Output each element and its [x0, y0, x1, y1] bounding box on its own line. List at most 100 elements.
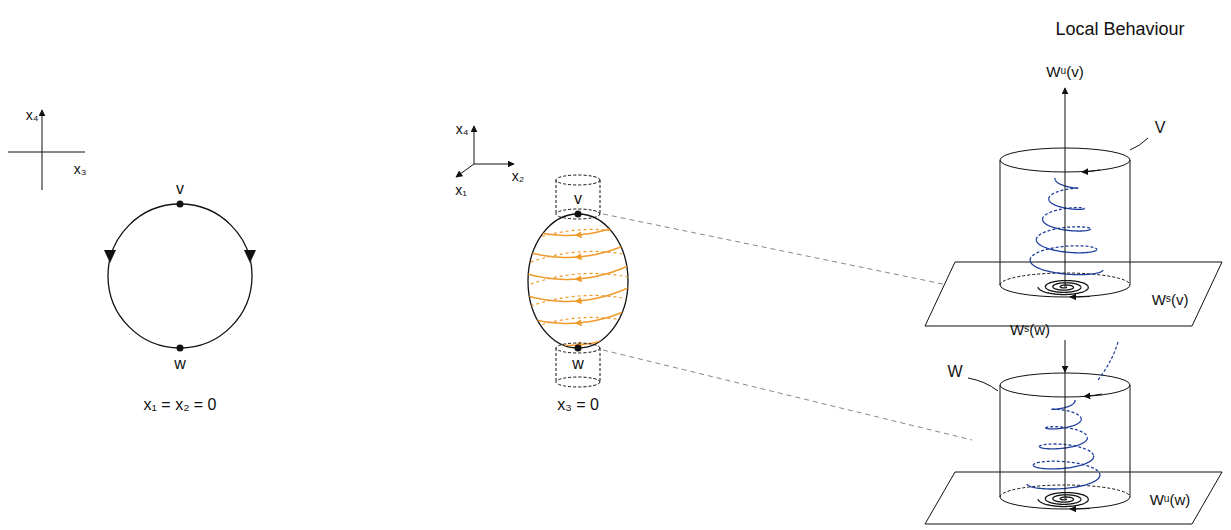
flow-arrow — [104, 250, 116, 263]
flow-line — [578, 282, 640, 301]
flow-line — [516, 292, 578, 301]
cylinder-edge — [1000, 160, 1001, 285]
equilibrium-dot — [575, 211, 582, 218]
point-label: v — [574, 190, 582, 208]
flow-line — [516, 336, 578, 345]
trajectory — [1045, 281, 1088, 287]
sphere-flow — [516, 216, 640, 345]
cylinder-edge — [556, 180, 557, 214]
trajectory — [1049, 199, 1085, 210]
flow-line — [578, 238, 640, 257]
manifold-label: Wˢ(w) — [1010, 322, 1050, 339]
axis-label: x₄ — [456, 122, 469, 137]
leader-line — [1130, 138, 1148, 150]
axis-label: x₁ — [455, 183, 467, 198]
flow-line — [516, 295, 640, 311]
trajectory — [1030, 178, 1103, 275]
trajectory — [1060, 497, 1073, 499]
flow-arrow — [1070, 508, 1090, 510]
flow-line — [578, 326, 640, 345]
flow-line — [516, 229, 640, 245]
flow-line — [516, 251, 640, 267]
manifold-label: Wᵘ(v) — [1046, 64, 1083, 81]
trajectory — [1053, 499, 1074, 502]
axis-line — [42, 110, 43, 190]
zoom-line — [603, 350, 972, 440]
axis-line — [8, 152, 85, 153]
trajectory — [1049, 188, 1078, 199]
axis-label: x₂ — [512, 169, 524, 184]
zoom-line — [603, 214, 972, 290]
set-label: W — [947, 363, 962, 381]
trajectory — [1045, 499, 1080, 504]
flow-arrow — [1084, 394, 1102, 397]
stable-manifold — [1065, 372, 1066, 499]
unstable-plane — [925, 472, 1222, 524]
axis-line — [456, 164, 474, 177]
trajectory — [1030, 260, 1103, 275]
trajectory — [1053, 283, 1081, 287]
unstable-manifold — [1065, 88, 1066, 287]
trajectory — [1060, 285, 1073, 287]
trajectory — [1052, 409, 1081, 418]
section-label: x₁ = x₂ = 0 — [144, 396, 217, 414]
point-label: w — [174, 355, 186, 373]
trajectory — [1098, 342, 1118, 380]
flow-line — [578, 260, 640, 279]
flow-line — [516, 273, 640, 289]
cylinder-edge — [1130, 385, 1131, 497]
trajectory — [1038, 287, 1088, 295]
axis-line — [474, 164, 514, 165]
cylinder-edge — [556, 209, 600, 219]
neighbourhood-cylinder — [556, 175, 600, 219]
flow-line — [516, 317, 640, 333]
trajectory — [1043, 219, 1091, 231]
flow-arrow — [1070, 296, 1090, 298]
trajectory — [1027, 400, 1100, 507]
manifold-label: Wˢ(v) — [1152, 292, 1189, 309]
set-label: V — [1155, 119, 1166, 137]
trajectory — [1038, 499, 1088, 507]
trajectory — [1045, 287, 1080, 292]
axis-label: x₄ — [26, 108, 39, 123]
planar-spiral — [1038, 493, 1088, 507]
flow-line — [516, 270, 578, 279]
trajectory — [1027, 474, 1100, 489]
flow-line — [578, 216, 640, 235]
trajectory — [1053, 495, 1081, 499]
equilibrium-dot — [177, 201, 184, 208]
trajectory — [1030, 178, 1103, 295]
figure-title: Local Behaviour — [1055, 20, 1184, 40]
cylinder-edge — [600, 348, 601, 382]
trajectory — [1036, 227, 1090, 240]
trajectory — [1046, 427, 1088, 438]
point-label: w — [572, 355, 584, 373]
trajectory — [1053, 287, 1074, 290]
trajectory — [1036, 240, 1096, 253]
point-label: v — [176, 180, 184, 198]
trajectory — [1027, 400, 1100, 489]
cylinder-edge — [556, 175, 600, 185]
axis-line — [474, 126, 475, 164]
section-label: x₃ = 0 — [557, 396, 599, 414]
cylinder-edge — [556, 343, 600, 353]
trajectory — [1033, 461, 1100, 474]
trajectory — [1045, 493, 1088, 499]
cylinder-edge — [1130, 160, 1131, 285]
cylinder-edge — [556, 348, 557, 382]
planar-spiral — [1038, 281, 1088, 295]
manifold-label: Wᵘ(w) — [1150, 492, 1191, 509]
cylinder-edge — [1000, 385, 1001, 497]
flow-line — [516, 248, 578, 257]
heteroclinic-circle — [108, 204, 252, 348]
trajectory — [1052, 400, 1075, 409]
trajectory — [1039, 444, 1093, 456]
flow-line — [578, 304, 640, 323]
equilibrium-dot — [177, 345, 184, 352]
trajectory — [1055, 178, 1078, 188]
axis-label: x₃ — [74, 162, 87, 177]
stable-manifold — [1065, 340, 1066, 372]
stable-plane — [925, 262, 1222, 326]
flow-line — [516, 226, 578, 235]
